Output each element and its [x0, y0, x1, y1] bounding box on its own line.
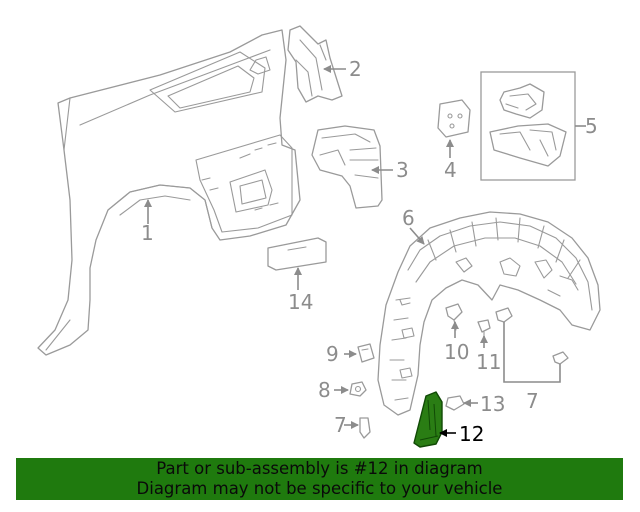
retainer-part[interactable] [445, 395, 465, 411]
splash-shield-part-highlighted[interactable] [413, 391, 443, 448]
subassembly-box-part[interactable] [480, 71, 586, 181]
fastener-10-part[interactable] [445, 303, 463, 331]
callout-5: 5 [585, 114, 598, 138]
callout-14: 14 [288, 290, 313, 314]
fastener-11-part[interactable] [477, 319, 491, 339]
callout-10: 10 [444, 340, 469, 364]
callout-12: 12 [459, 422, 484, 446]
pad-part[interactable] [267, 237, 327, 271]
small-plate-part[interactable] [437, 99, 471, 138]
callout-7-right: 7 [526, 389, 539, 413]
callout-8: 8 [318, 378, 331, 402]
callout-11: 11 [476, 350, 501, 374]
banner-line-2: Diagram may not be specific to your vehi… [136, 479, 503, 498]
callout-3: 3 [396, 158, 409, 182]
wheelhouse-liner-part[interactable] [377, 211, 601, 416]
callout-9: 9 [326, 342, 339, 366]
nut-part[interactable] [349, 381, 367, 397]
push-pin-part[interactable] [359, 307, 569, 439]
callout-2: 2 [349, 57, 362, 81]
info-banner: Part or sub-assembly is #12 in diagram D… [16, 458, 623, 500]
parts-diagram: 1 2 3 4 5 6 7 7 8 9 10 11 12 13 14 [37, 25, 601, 448]
callout-7-left: 7 [334, 413, 347, 437]
upper-bracket-part[interactable] [287, 25, 343, 103]
callout-13: 13 [480, 392, 505, 416]
inner-bracket-part[interactable] [311, 125, 383, 209]
banner-line-1: Part or sub-assembly is #12 in diagram [156, 459, 483, 478]
callout-6: 6 [402, 206, 415, 230]
callout-4: 4 [444, 158, 457, 182]
quarter-panel-part[interactable] [37, 29, 301, 356]
callout-1: 1 [141, 221, 154, 245]
clip-part[interactable] [357, 343, 375, 363]
